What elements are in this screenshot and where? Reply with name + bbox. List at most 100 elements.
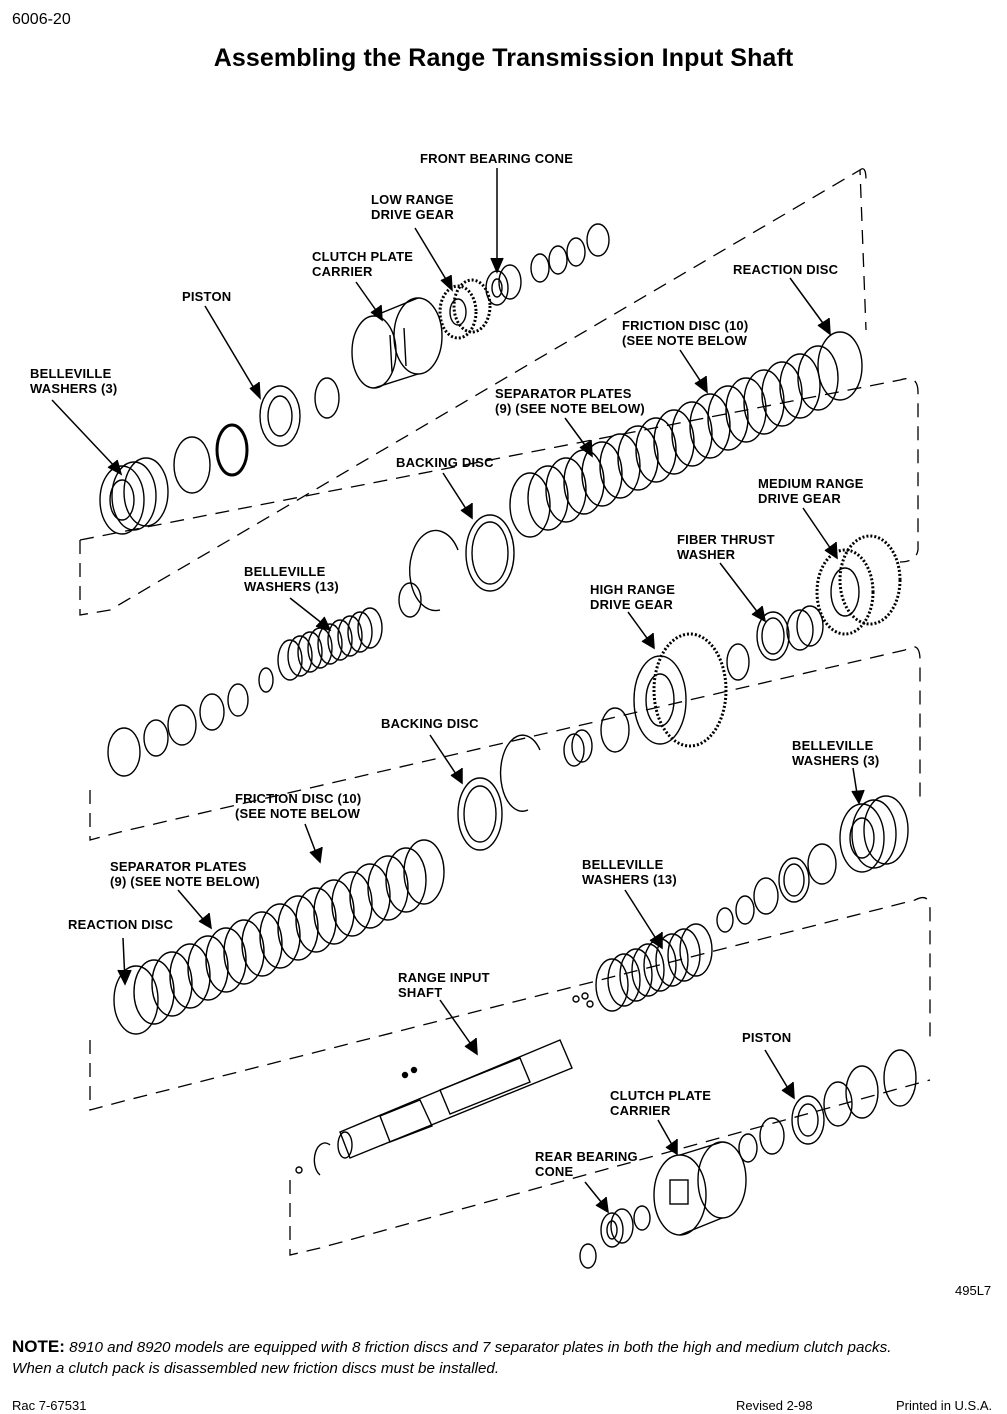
- label-line: RANGE INPUT: [398, 970, 490, 985]
- thrust-bearing-rear: [778, 857, 810, 903]
- footer-doc-number: Rac 7-67531: [12, 1398, 87, 1413]
- label-line: DRIVE GEAR: [758, 491, 841, 506]
- note-block: NOTE: 8910 and 8920 models are equipped …: [12, 1336, 1002, 1379]
- backing-disc-lower: [457, 777, 503, 851]
- piston-rear: [791, 1095, 825, 1145]
- label-friction-disc-rear: FRICTION DISC (10) (SEE NOTE BELOW: [235, 791, 361, 821]
- page-title: Assembling the Range Transmission Input …: [213, 44, 794, 72]
- leader-arrows: [51, 168, 865, 1214]
- label-backing-disc-lower: BACKING DISC: [381, 716, 479, 731]
- label-line: (SEE NOTE BELOW: [235, 806, 361, 821]
- front-bearing-cone: [485, 264, 522, 306]
- washer-small-upper: [398, 582, 422, 618]
- ring-piston-a: [759, 1117, 785, 1155]
- label-clutch-plate-carrier-rear: CLUTCH PLATE CARRIER: [610, 1088, 711, 1118]
- label-belleville-washers-3-front: BELLEVILLE WASHERS (3): [30, 366, 117, 396]
- label-backing-disc-upper: BACKING DISC: [396, 455, 494, 470]
- label-line: (9) (SEE NOTE BELOW): [495, 401, 645, 416]
- label-separator-plates-front: SEPARATOR PLATES (9) (SEE NOTE BELOW): [495, 386, 645, 416]
- label-line: WASHERS (3): [30, 381, 118, 396]
- label-line: WASHERS (13): [582, 872, 677, 887]
- belleville-washers-13-upper: [277, 607, 383, 681]
- page-number: 6006-20: [12, 11, 71, 28]
- label-line: CARRIER: [610, 1103, 671, 1118]
- row-3-parts: [113, 777, 909, 1035]
- footer-revised: Revised 2-98: [736, 1398, 813, 1413]
- high-range-drive-gear: [633, 632, 728, 748]
- label-line: SEPARATOR PLATES: [110, 859, 247, 874]
- washer-mid: [726, 643, 750, 681]
- clutch-plate-carrier-front: [351, 297, 443, 389]
- label-line: BELLEVILLE: [792, 738, 874, 753]
- needle-bearing-lower: [563, 729, 593, 767]
- label-line: FRICTION DISC (10): [622, 318, 749, 333]
- label-line: (9) (SEE NOTE BELOW): [110, 874, 260, 889]
- label-line: FIBER THRUST: [677, 532, 775, 547]
- row-1-parts: [99, 223, 610, 535]
- snap-ring-shaft: [313, 1142, 331, 1176]
- ring-rear-b: [753, 877, 779, 915]
- backing-disc-upper: [465, 514, 515, 592]
- label-medium-range-drive-gear: MEDIUM RANGE DRIVE GEAR: [758, 476, 864, 506]
- belleville-washers-13-lower: [595, 923, 713, 1012]
- label-friction-disc-front: FRICTION DISC (10) (SEE NOTE BELOW: [622, 318, 748, 348]
- note-line-1: 8910 and 8920 models are equipped with 8…: [69, 1339, 892, 1356]
- small-rings-upper: [107, 667, 274, 777]
- label-rear-bearing-cone: REAR BEARING CONE: [535, 1149, 638, 1179]
- label-line: DRIVE GEAR: [371, 207, 454, 222]
- low-range-drive-gear: [438, 278, 492, 340]
- medium-range-drive-gear: [815, 534, 902, 636]
- label-line: CLUTCH PLATE: [312, 249, 414, 264]
- label-line: MEDIUM RANGE: [758, 476, 864, 491]
- ring-rear-c: [735, 895, 755, 925]
- clutch-plate-carrier-rear: [653, 1141, 747, 1236]
- label-front-bearing-cone: FRONT BEARING CONE: [420, 151, 574, 166]
- label-piston-rear: PISTON: [742, 1030, 792, 1045]
- washer-high: [600, 707, 630, 753]
- label-belleville-washers-3-rear: BELLEVILLE WASHERS (3): [792, 738, 879, 768]
- label-line: REAR BEARING: [535, 1149, 638, 1164]
- label-line: BELLEVILLE: [244, 564, 326, 579]
- figure-code: 495L7: [955, 1283, 992, 1298]
- label-high-range-drive-gear: HIGH RANGE DRIVE GEAR: [590, 582, 675, 612]
- label-separator-plates-rear: SEPARATOR PLATES (9) (SEE NOTE BELOW): [110, 859, 260, 889]
- label-line: CARRIER: [312, 264, 373, 279]
- label-line: CLUTCH PLATE: [610, 1088, 712, 1103]
- label-line: WASHER: [677, 547, 736, 562]
- small-balls: [295, 992, 594, 1174]
- label-piston-front: PISTON: [182, 289, 232, 304]
- rear-bearing-cone: [600, 1208, 634, 1248]
- ring-piston-b: [738, 1133, 758, 1163]
- label-clutch-plate-carrier-front: CLUTCH PLATE CARRIER: [312, 249, 413, 279]
- label-belleville-washers-13-lower: BELLEVILLE WASHERS (13): [582, 857, 677, 887]
- label-line: (SEE NOTE BELOW: [622, 333, 748, 348]
- fiber-thrust-washer: [756, 611, 790, 661]
- range-input-shaft: [337, 1039, 573, 1159]
- label-line: WASHERS (13): [244, 579, 339, 594]
- label-line: HIGH RANGE: [590, 582, 676, 597]
- ring-rear-cone-a: [633, 1205, 651, 1231]
- ring-rear-a: [807, 843, 837, 885]
- label-range-input-shaft: RANGE INPUT SHAFT: [398, 970, 490, 1000]
- label-line: SEPARATOR PLATES: [495, 386, 632, 401]
- label-reaction-disc-front: REACTION DISC: [733, 262, 839, 277]
- label-line: WASHERS (3): [792, 753, 880, 768]
- label-line: CONE: [535, 1164, 574, 1179]
- snap-ring-lower: [499, 734, 541, 812]
- assembly-guide-lines: [79, 168, 931, 1256]
- label-line: BELLEVILLE: [582, 857, 664, 872]
- label-line: BELLEVILLE: [30, 366, 112, 381]
- footer-printed: Printed in U.S.A.: [896, 1398, 993, 1413]
- o-rings-front: [530, 223, 610, 283]
- rear-seal-rings: [823, 1049, 917, 1127]
- label-belleville-washers-13-upper: BELLEVILLE WASHERS (13): [244, 564, 339, 594]
- label-fiber-thrust-washer: FIBER THRUST WASHER: [677, 532, 775, 562]
- belleville-washers-3-front: [99, 457, 169, 535]
- note-label: NOTE:: [12, 1337, 65, 1356]
- label-reaction-disc-rear: REACTION DISC: [68, 917, 174, 932]
- label-line: SHAFT: [398, 985, 443, 1000]
- label-line: DRIVE GEAR: [590, 597, 673, 612]
- ring-rear-cone-b: [579, 1243, 597, 1269]
- belleville-washers-3-rear: [839, 795, 909, 873]
